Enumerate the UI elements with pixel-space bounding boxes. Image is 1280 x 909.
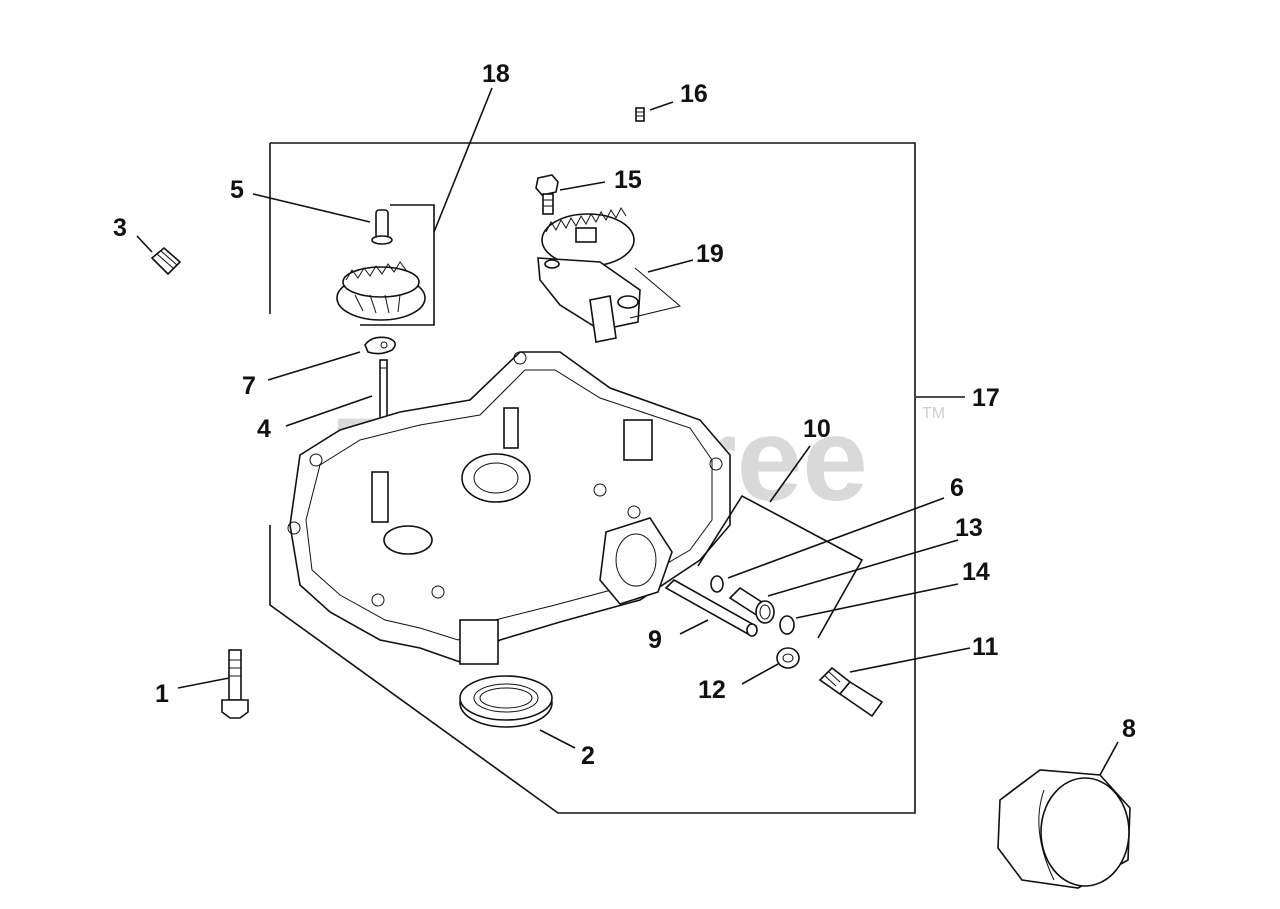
leader-lines [136,87,1119,776]
callout-2: 2 [581,742,595,770]
part-9-tube [664,579,758,637]
part-6-o-ring [710,575,724,593]
callout-8: 8 [1122,715,1136,743]
part-17-crankcase-cover [287,351,731,665]
part-1-bolt [221,649,249,719]
callout-6: 6 [950,474,964,502]
part-5-shaft [371,209,393,245]
part-3-plug [150,246,182,276]
part-4-pin [379,359,388,419]
callout-9: 9 [648,626,662,654]
part-15-bolt [535,174,559,215]
callout-3: 3 [113,214,127,242]
callout-14: 14 [962,558,990,586]
callout-19: 19 [696,240,724,268]
assembly-boundary [269,142,916,814]
part-13-relief-valve [728,586,775,624]
callout-10: 10 [803,415,831,443]
callout-18: 18 [482,60,510,88]
part-12-washer [776,647,800,669]
part-16-plug [635,107,645,122]
part-18-governor-gear [336,261,426,321]
callout-5: 5 [230,176,244,204]
part-14-o-ring [779,615,795,635]
callout-11: 11 [972,633,999,661]
callout-16: 16 [680,80,708,108]
callout-7: 7 [242,372,256,400]
subgroup-bracket [360,204,435,326]
part-11-fitting [818,666,884,718]
part-2-oil-seal [459,675,553,728]
callout-4: 4 [257,415,271,443]
part-8-oil-filter [997,769,1131,889]
callout-13: 13 [955,514,983,542]
part-10-bracket [697,494,864,639]
watermark-trademark: TM [922,405,945,422]
callout-15: 15 [614,166,642,194]
callout-1: 1 [155,680,169,708]
callout-12: 12 [698,676,726,704]
callout-17: 17 [972,384,1000,412]
part-19-oil-pump [537,206,682,343]
part-7-clip [364,336,396,355]
